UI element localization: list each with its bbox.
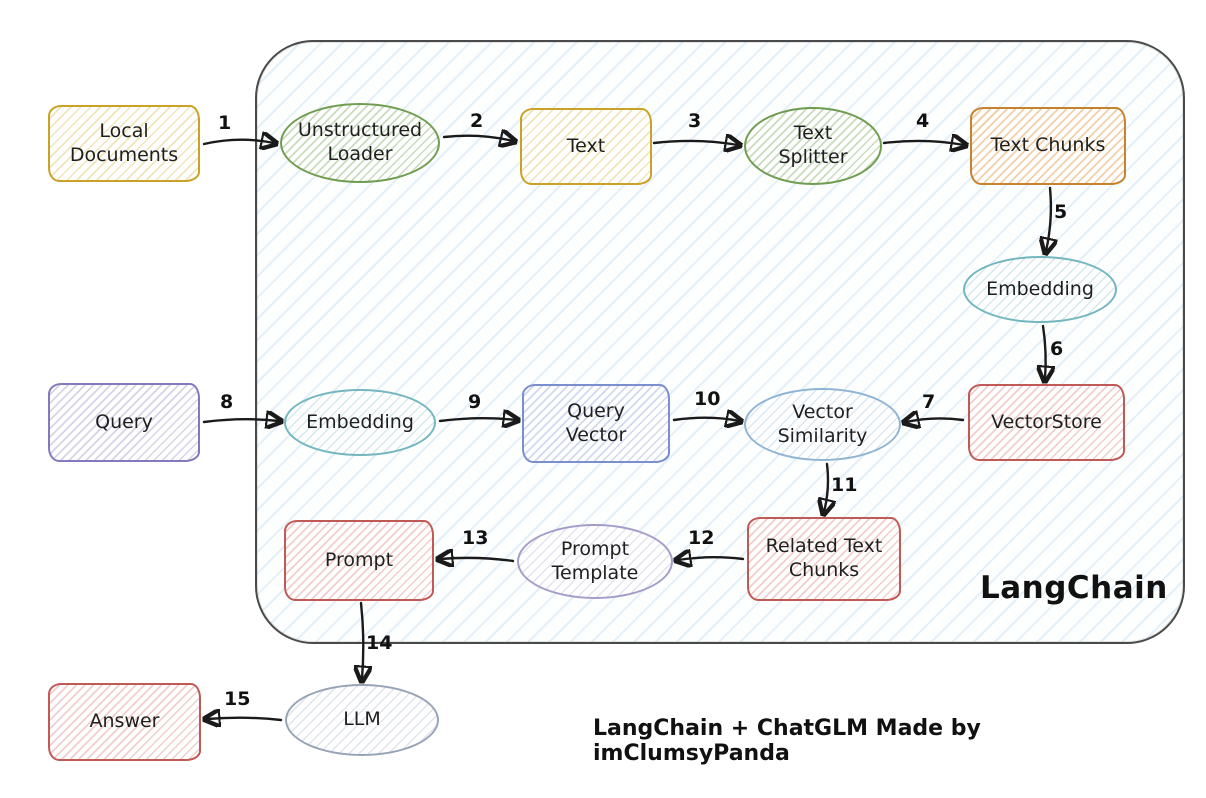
edge-7-label: 7 [922,391,936,413]
edge-8-label: 8 [220,391,234,413]
node-prompt-template: Prompt Template [517,524,673,599]
edge-14-label: 14 [366,632,393,654]
edge-6-label: 6 [1050,338,1064,360]
edge-10-label: 10 [694,388,721,410]
node-llm: LLM [285,684,439,756]
node-vector-similarity-label: Vector Similarity [777,400,868,447]
node-unstructured-loader-label: Unstructured Loader [297,119,423,165]
edge-1-label: 1 [218,112,232,134]
node-vector-similarity: Vector Similarity [744,388,901,461]
node-embedding-store: Embedding [963,256,1117,323]
edge-3-label: 3 [688,110,702,132]
edge-15-label: 15 [224,688,251,710]
node-answer-label: Answer [89,710,160,733]
node-embedding-store-label: Embedding [986,277,1094,300]
node-text-chunks-label: Text Chunks [990,134,1106,157]
node-related-text-chunks: Related Text Chunks [747,517,901,601]
node-text: Text [520,108,652,185]
edge-4-label: 4 [916,110,930,132]
node-local-documents: Local Documents [48,105,200,182]
edge-2-label: 2 [470,110,484,132]
diagram-caption: LangChain + ChatGLM Made by imClumsyPand… [593,716,981,766]
node-text-splitter: Text Splitter [744,107,882,185]
node-local-documents-label: Local Documents [69,119,179,166]
node-prompt-template-label: Prompt Template [551,537,639,584]
node-text-chunks: Text Chunks [970,107,1126,185]
node-text-label: Text [566,134,606,157]
node-embedding-query: Embedding [284,389,436,456]
edge-11-label: 11 [831,474,858,496]
edge-13-label: 13 [462,527,489,549]
node-query-label: Query [95,410,153,433]
node-unstructured-loader: Unstructured Loader [280,103,440,183]
node-prompt-label: Prompt [324,548,394,571]
node-related-text-chunks-label: Related Text Chunks [765,535,883,581]
node-llm-label: LLM [343,708,381,731]
edge-9-label: 9 [468,391,482,413]
edge-12-label: 12 [688,527,715,549]
edge-15-arrow [207,718,283,720]
langchain-container-label: LangChain [980,570,1168,606]
node-query: Query [48,383,200,462]
edge-5-label: 5 [1054,201,1068,223]
node-embedding-query-label: Embedding [306,410,414,433]
node-prompt: Prompt [284,520,434,601]
node-vectorstore-label: VectorStore [991,410,1102,433]
node-query-vector-label: Query Vector [565,399,627,446]
node-text-splitter-label: Text Splitter [778,122,848,168]
node-vectorstore: VectorStore [968,384,1125,461]
node-answer: Answer [48,683,201,761]
node-query-vector: Query Vector [522,384,670,463]
